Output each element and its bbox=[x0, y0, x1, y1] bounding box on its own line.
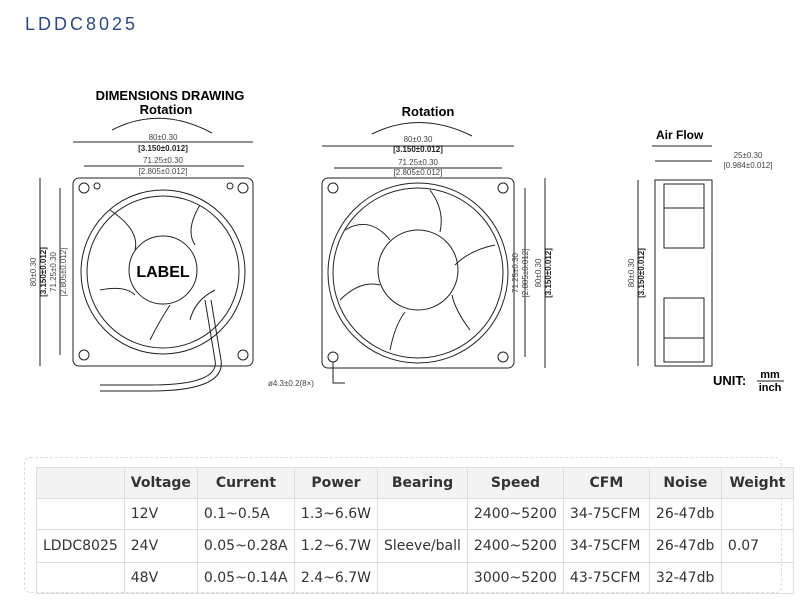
cell-noise: 26-47db bbox=[648, 498, 722, 530]
cell-current: 0.1~0.5A bbox=[196, 498, 295, 530]
cell-speed: 2400~5200 bbox=[466, 498, 564, 530]
cell-power: 2.4~6.7W bbox=[293, 562, 379, 594]
cell-current: 0.05~0.14A bbox=[196, 562, 295, 594]
table-header-row: Voltage Current Power Bearing Speed CFM … bbox=[36, 467, 794, 499]
cell-current: 0.05~0.28A bbox=[196, 529, 295, 563]
svg-text:71.25±0.30: 71.25±0.30 bbox=[49, 251, 58, 292]
cell-model bbox=[36, 562, 125, 594]
fan-side-view: Air Flow 25±0.30 [0.984±0.012] 80±0.30 [… bbox=[627, 128, 784, 394]
svg-text:LABEL: LABEL bbox=[136, 264, 190, 281]
svg-text:71.25±0.30: 71.25±0.30 bbox=[143, 156, 184, 165]
header-speed: Speed bbox=[466, 467, 564, 499]
cell-power: 1.3~6.6W bbox=[293, 498, 379, 530]
svg-text:Rotation: Rotation bbox=[402, 104, 455, 119]
svg-text:Rotation: Rotation bbox=[140, 102, 193, 117]
svg-text:[3.150±0.012]: [3.150±0.012] bbox=[544, 248, 553, 298]
cell-noise: 26-47db bbox=[648, 529, 722, 563]
table-row: LDDC8025 24V 0.05~0.28A 1.2~6.7W Sleeve/… bbox=[36, 529, 794, 563]
cell-weight: 0.07 bbox=[720, 529, 794, 563]
cell-power: 1.2~6.7W bbox=[293, 529, 379, 563]
svg-text:ø4.3±0.2(8×): ø4.3±0.2(8×) bbox=[268, 379, 314, 388]
header-power: Power bbox=[293, 467, 379, 499]
cell-voltage: 48V bbox=[123, 562, 198, 594]
svg-text:[0.984±0.012]: [0.984±0.012] bbox=[724, 161, 773, 170]
cell-bearing bbox=[377, 562, 468, 594]
svg-text:[2.805±0.012]: [2.805±0.012] bbox=[59, 248, 68, 297]
svg-text:71.25±0.30: 71.25±0.30 bbox=[398, 158, 439, 167]
svg-text:71.25±0.30: 71.25±0.30 bbox=[511, 252, 520, 293]
svg-text:[2.805±0.012]: [2.805±0.012] bbox=[139, 167, 188, 176]
svg-text:[3.150±0.012]: [3.150±0.012] bbox=[138, 144, 188, 153]
cell-bearing: Sleeve/ball bbox=[377, 529, 468, 563]
spec-table: Voltage Current Power Bearing Speed CFM … bbox=[36, 467, 794, 594]
cell-voltage: 24V bbox=[123, 529, 198, 563]
cell-voltage: 12V bbox=[123, 498, 198, 530]
svg-text:80±0.30: 80±0.30 bbox=[149, 133, 178, 142]
fan-back-view: Rotation 80±0.30 [3.150±0.012] 71.25±0.3… bbox=[268, 104, 553, 388]
svg-text:inch: inch bbox=[759, 382, 782, 394]
svg-text:[2.805±0.012]: [2.805±0.012] bbox=[394, 168, 443, 177]
table-row: 48V 0.05~0.14A 2.4~6.7W 3000~5200 43-75C… bbox=[36, 562, 794, 594]
header-noise: Noise bbox=[648, 467, 722, 499]
svg-text:25±0.30: 25±0.30 bbox=[734, 151, 763, 160]
fan-front-view-label: DIMENSIONS DRAWING Rotation 80±0.30 [3.1… bbox=[29, 88, 254, 392]
header-weight: Weight bbox=[720, 467, 794, 499]
cell-model bbox=[36, 498, 125, 530]
svg-text:[3.150±0.012]: [3.150±0.012] bbox=[637, 248, 646, 298]
cell-model: LDDC8025 bbox=[36, 529, 125, 563]
svg-text:[3.150±0.012]: [3.150±0.012] bbox=[39, 247, 48, 297]
header-bearing: Bearing bbox=[377, 467, 468, 499]
cell-weight bbox=[720, 562, 794, 594]
cell-speed: 3000~5200 bbox=[466, 562, 564, 594]
cell-cfm: 43-75CFM bbox=[562, 562, 650, 594]
header-cfm: CFM bbox=[562, 467, 650, 499]
cell-weight bbox=[720, 498, 794, 530]
table-row: 12V 0.1~0.5A 1.3~6.6W 2400~5200 34-75CFM… bbox=[36, 498, 794, 530]
svg-text:80±0.30: 80±0.30 bbox=[29, 257, 38, 286]
header-voltage: Voltage bbox=[123, 467, 198, 499]
svg-text:mm: mm bbox=[760, 369, 780, 381]
svg-text:Air Flow: Air Flow bbox=[656, 128, 704, 142]
header-model bbox=[36, 467, 125, 499]
svg-text:UNIT:: UNIT: bbox=[713, 373, 746, 388]
header-current: Current bbox=[196, 467, 295, 499]
svg-text:[3.150±0.012]: [3.150±0.012] bbox=[393, 145, 443, 154]
dimensions-drawing: DIMENSIONS DRAWING Rotation 80±0.30 [3.1… bbox=[29, 88, 784, 394]
product-title: LDDC8025 bbox=[25, 14, 139, 34]
cell-noise: 32-47db bbox=[648, 562, 722, 594]
svg-text:80±0.30: 80±0.30 bbox=[534, 258, 543, 287]
cell-cfm: 34-75CFM bbox=[562, 498, 650, 530]
cell-cfm: 34-75CFM bbox=[562, 529, 650, 563]
svg-text:[2.805±0.012]: [2.805±0.012] bbox=[521, 249, 530, 298]
svg-text:DIMENSIONS DRAWING: DIMENSIONS DRAWING bbox=[96, 88, 245, 103]
svg-text:80±0.30: 80±0.30 bbox=[627, 258, 636, 287]
svg-text:80±0.30: 80±0.30 bbox=[404, 135, 433, 144]
cell-speed: 2400~5200 bbox=[466, 529, 564, 563]
cell-bearing bbox=[377, 498, 468, 530]
